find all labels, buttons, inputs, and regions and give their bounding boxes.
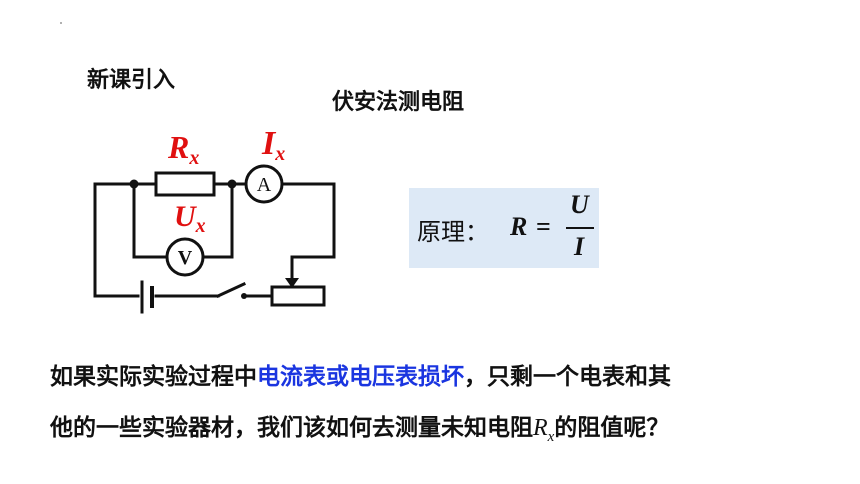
switch-blade — [216, 282, 246, 298]
corner-dot — [60, 22, 62, 24]
formula-denominator: I — [574, 232, 585, 261]
section-title: 新课引入 — [87, 68, 176, 93]
voltmeter-symbol: V — [178, 247, 193, 269]
question-line-1: 如果实际实验过程中电流表或电压表损坏，只剩一个电表和其 — [50, 364, 671, 390]
ammeter — [244, 164, 284, 204]
voltage-label: Ux — [174, 200, 206, 237]
formula-numerator: U — [570, 190, 589, 219]
slide-title: 伏安法测电阻 — [332, 90, 465, 115]
junction-dot — [227, 179, 237, 189]
junction-dot — [129, 179, 139, 189]
voltmeter — [165, 237, 205, 277]
question-line-2: 他的一些实验器材，我们该如何去测量未知电阻Rx的阻值呢？ — [50, 415, 670, 445]
formula-equals: = — [536, 212, 551, 241]
ammeter-symbol: A — [257, 174, 272, 196]
formula-lhs: R — [510, 212, 528, 241]
principle-label: 原理： — [417, 220, 489, 246]
current-label: Ix — [261, 125, 285, 165]
fraction-bar — [566, 227, 594, 229]
rheostat — [270, 285, 326, 307]
switch-contact — [241, 293, 247, 299]
slider-arrow-icon — [285, 278, 299, 288]
inline-variable-rx: Rx — [533, 415, 555, 445]
resistor-label: Rx — [167, 129, 199, 169]
resistor-rx — [154, 171, 216, 197]
principle-formula-box: 原理： R = U I — [409, 188, 599, 268]
question-highlight: 电流表或电压表损坏 — [257, 364, 464, 390]
